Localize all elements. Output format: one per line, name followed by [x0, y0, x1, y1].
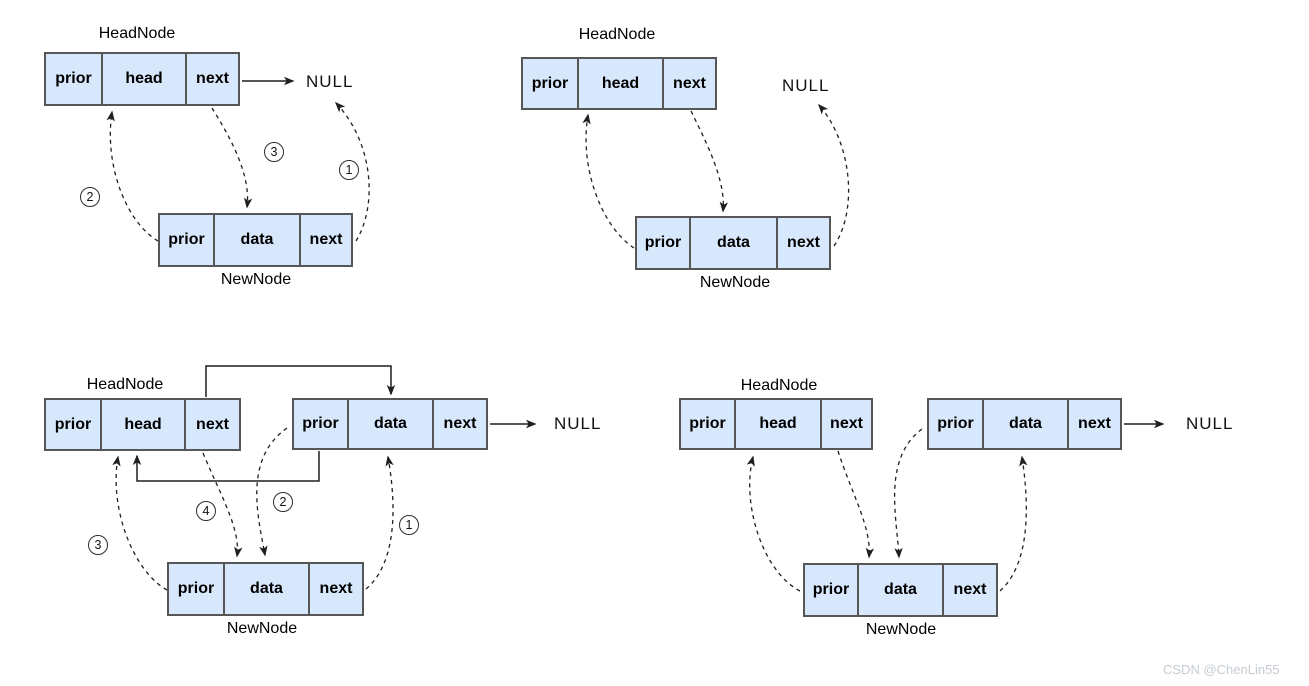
cell-next: next	[820, 400, 871, 448]
step-badge-4: 4	[196, 501, 216, 521]
newnode-next-to-firstnode-pointer	[365, 455, 394, 590]
newnode-box: prior data next	[158, 213, 353, 267]
cell-next: next	[662, 59, 715, 108]
null-label: NULL	[554, 414, 602, 433]
newnode-next-to-null-pointer	[818, 103, 850, 247]
newnode-box: prior data next	[803, 563, 998, 617]
cell-prior: prior	[689, 415, 726, 432]
cell-next: next	[299, 215, 351, 265]
null-label: NULL	[306, 72, 354, 91]
cell-prior: prior	[54, 415, 92, 433]
newnode-label: NewNode	[220, 271, 292, 288]
headnode-box: prior head next	[521, 57, 717, 110]
cell-prior: prior	[55, 70, 92, 87]
headnode-label: HeadNode	[98, 25, 176, 42]
headnode-label: HeadNode	[86, 376, 164, 393]
cell-next: next	[308, 564, 362, 614]
step-badge-1: 1	[339, 160, 359, 180]
headnode-box: prior head next	[44, 398, 241, 451]
headnode-next-to-newnode-pointer	[690, 110, 729, 213]
cell-next: next	[1067, 400, 1120, 448]
null-label: NULL	[782, 76, 830, 95]
step-badge-3: 3	[88, 535, 108, 555]
newnode-next-to-firstnode-pointer	[999, 455, 1028, 592]
step-badge-2: 2	[80, 187, 100, 207]
cell-data: data	[223, 564, 308, 614]
step-badge-1: 1	[399, 515, 419, 535]
headnode-next-to-newnode-pointer	[211, 107, 253, 209]
cell-prior: prior	[644, 234, 682, 251]
headnode-box: prior head next	[679, 398, 873, 450]
newnode-label: NewNode	[226, 620, 298, 637]
cell-data: data	[689, 218, 776, 268]
watermark: CSDN @ChenLin55	[1163, 662, 1280, 677]
newnode-prior-to-headnode-pointer	[582, 113, 635, 249]
cell-prior: prior	[812, 581, 850, 598]
newnode-label: NewNode	[865, 621, 937, 638]
firstnode-prior-to-newnode-pointer	[256, 427, 288, 557]
headnode-next-to-newnode-pointer	[837, 450, 875, 559]
newnode-prior-to-headnode-pointer	[746, 455, 801, 592]
headnode-label: HeadNode	[740, 377, 818, 394]
firstnode-prior-to-headnode-elbow	[132, 451, 320, 482]
headnode-label: HeadNode	[578, 26, 656, 43]
cell-prior: prior	[177, 580, 215, 597]
cell-next: next	[776, 218, 829, 268]
cell-head: head	[734, 400, 820, 448]
firstnode-box: prior data next	[292, 398, 488, 450]
newnode-label: NewNode	[699, 274, 771, 291]
cell-next: next	[185, 54, 238, 104]
cell-prior: prior	[302, 415, 339, 432]
step-badge-2: 2	[273, 492, 293, 512]
newnode-box: prior data next	[635, 216, 831, 270]
cell-next: next	[942, 565, 996, 615]
cell-head: head	[101, 54, 185, 104]
cell-prior: prior	[531, 74, 569, 92]
cell-head: head	[577, 59, 662, 108]
cell-data: data	[347, 400, 432, 448]
newnode-prior-to-headnode-pointer	[112, 455, 168, 591]
cell-data: data	[213, 215, 299, 265]
cell-prior: prior	[168, 231, 205, 248]
headnode-box: prior head next	[44, 52, 240, 106]
cell-prior: prior	[937, 415, 974, 432]
cell-next: next	[432, 400, 486, 448]
cell-head: head	[100, 400, 184, 449]
null-label: NULL	[1186, 414, 1234, 433]
newnode-prior-to-headnode-pointer	[106, 110, 159, 242]
cell-data: data	[982, 400, 1067, 448]
headnode-next-to-firstnode-elbow	[205, 365, 396, 397]
cell-data: data	[857, 565, 942, 615]
cell-next: next	[184, 400, 239, 449]
firstnode-prior-to-newnode-pointer	[893, 428, 923, 559]
firstnode-box: prior data next	[927, 398, 1122, 450]
newnode-next-to-null-pointer	[334, 101, 370, 242]
newnode-box: prior data next	[167, 562, 364, 616]
step-badge-3: 3	[264, 142, 284, 162]
